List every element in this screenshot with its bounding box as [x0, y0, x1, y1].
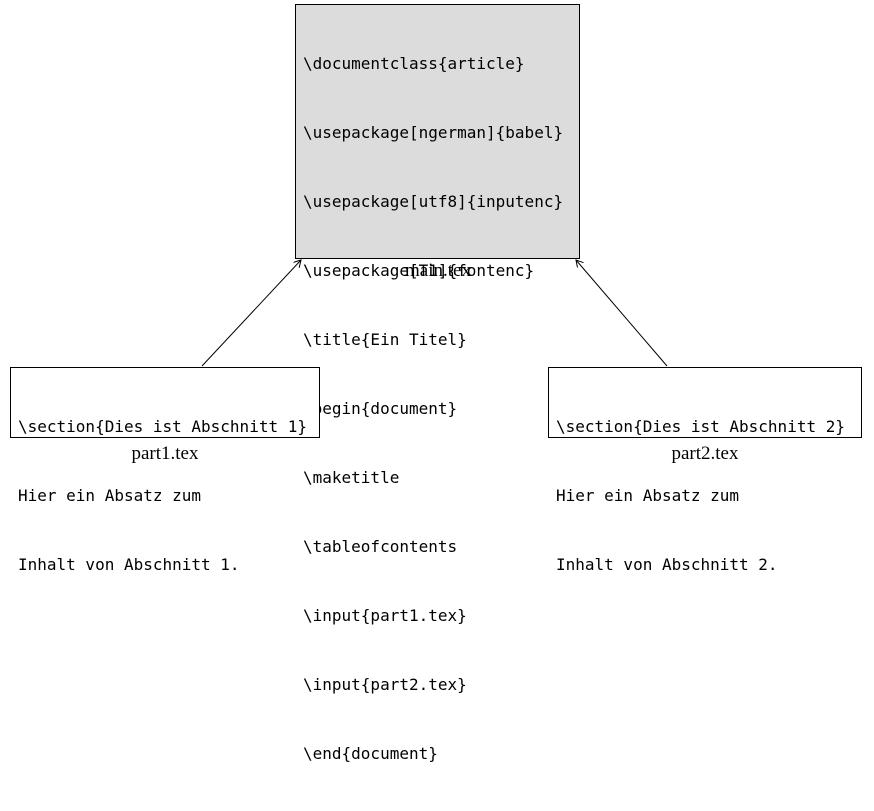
- part2-tex-box: \section{Dies ist Abschnitt 2} Hier ein …: [548, 367, 862, 574]
- code-line: \maketitle: [303, 468, 400, 487]
- code-line: \documentclass{article}: [303, 54, 525, 73]
- part1-tex-box: \section{Dies ist Abschnitt 1} Hier ein …: [10, 367, 320, 574]
- code-line: Inhalt von Abschnitt 1.: [18, 555, 240, 574]
- code-line: \usepackage[ngerman]{babel}: [303, 123, 564, 142]
- main-tex-label: main.tex: [405, 260, 471, 281]
- code-line: \section{Dies ist Abschnitt 2}: [556, 417, 845, 436]
- code-line: \input{part2.tex}: [303, 675, 467, 694]
- latex-file-diagram: \documentclass{article} \usepackage[nger…: [10, 0, 862, 763]
- arrow-part1-to-main: [201, 260, 301, 367]
- code-line: \tableofcontents: [303, 537, 458, 556]
- arrows-layer: [201, 0, 668, 367]
- code-line: \usepackage[utf8]{inputenc}: [303, 192, 564, 211]
- part2-tex-label: part2.tex: [671, 443, 739, 464]
- part1-tex-label: part1.tex: [131, 443, 199, 464]
- code-line: Hier ein Absatz zum: [18, 486, 202, 505]
- code-line: \usepackage[T1]{fontenc}: [303, 261, 535, 280]
- code-line: Inhalt von Abschnitt 2.: [556, 555, 778, 574]
- code-line: \section{Dies ist Abschnitt 1}: [18, 417, 307, 436]
- code-line: Hier ein Absatz zum: [556, 486, 740, 505]
- arrow-part2-to-main: [576, 260, 668, 367]
- code-line: \title{Ein Titel}: [303, 330, 467, 349]
- code-line: \input{part1.tex}: [303, 606, 467, 625]
- code-line: \begin{document}: [303, 399, 458, 418]
- code-line: \end{document}: [303, 744, 438, 763]
- main-tex-box: \documentclass{article} \usepackage[nger…: [295, 4, 580, 763]
